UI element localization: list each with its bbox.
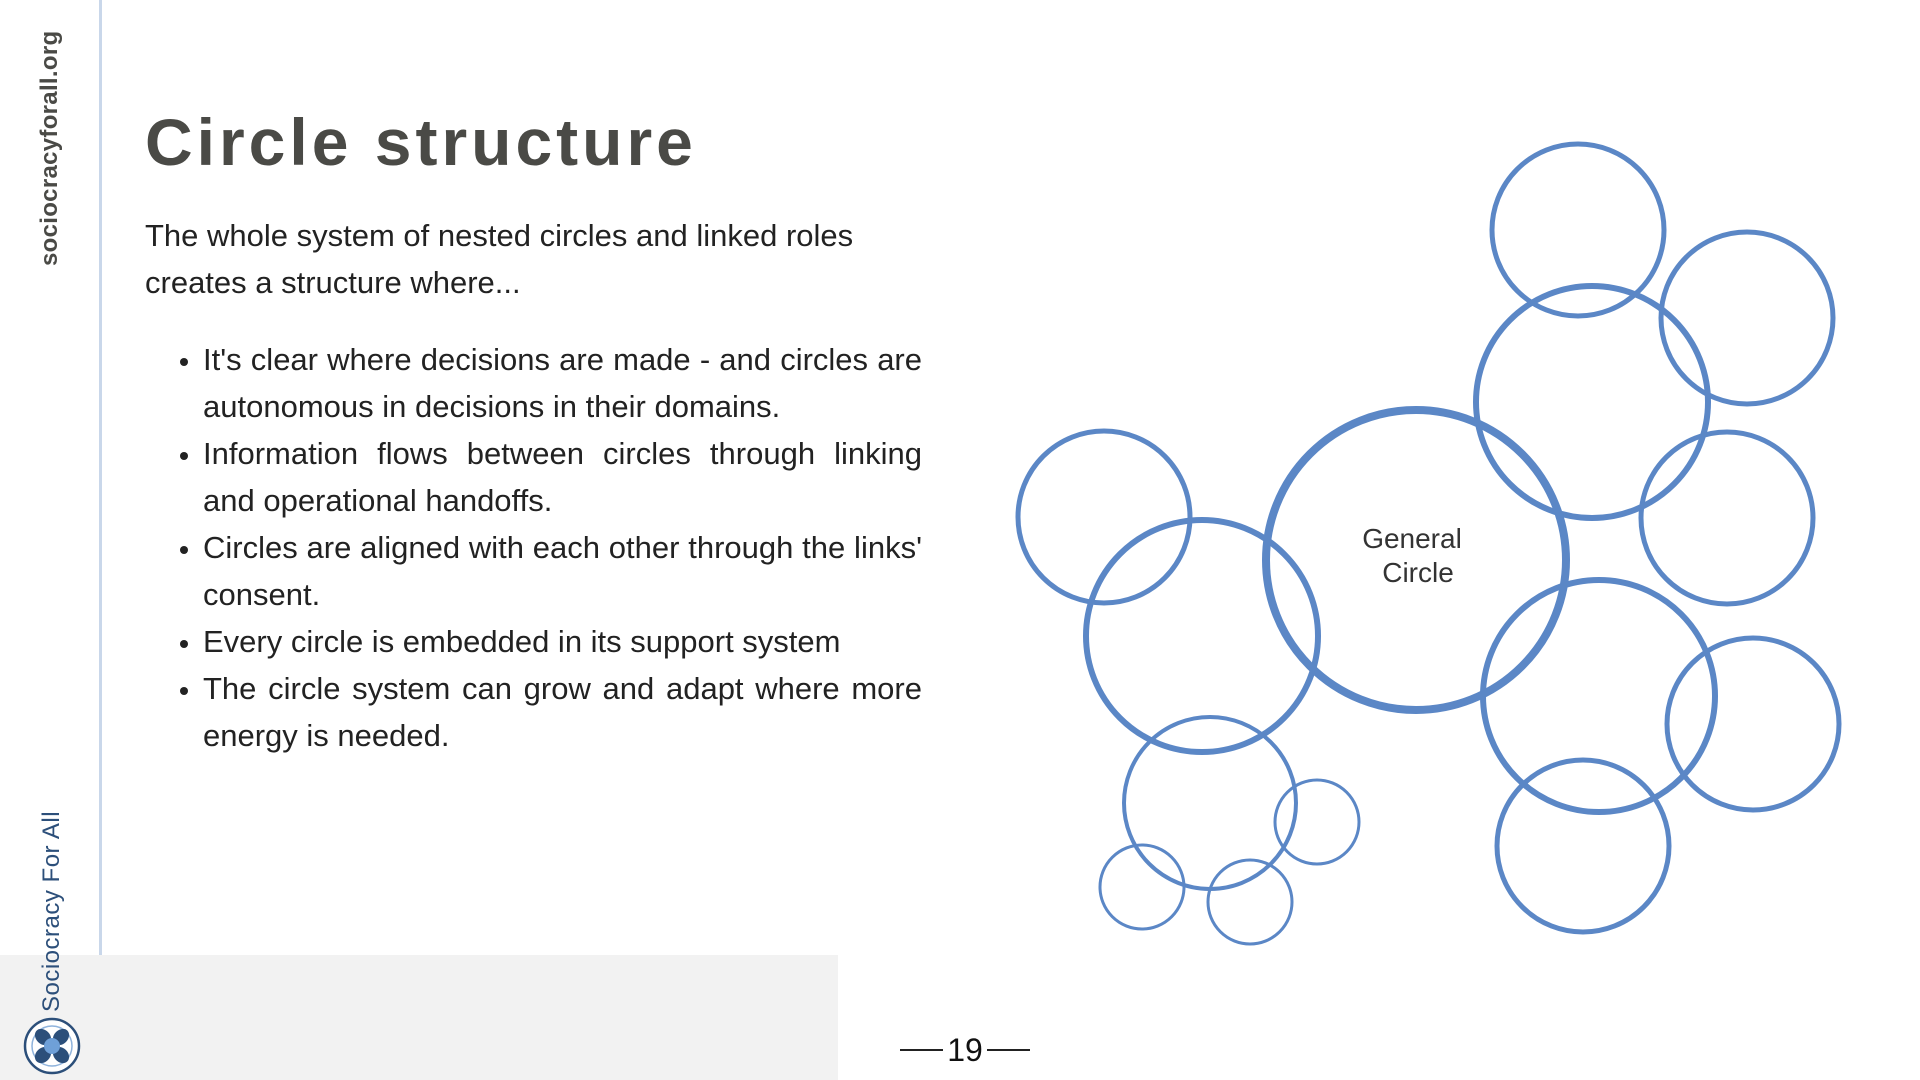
bullet-item: It's clear where decisions are made - an… — [203, 336, 922, 430]
brand-name: Sociocracy For All — [38, 810, 65, 1012]
circle — [1480, 577, 1718, 815]
footer-band — [0, 955, 838, 1080]
circle — [1658, 229, 1836, 407]
circle — [1083, 517, 1321, 755]
circle — [1489, 141, 1667, 319]
bullet-list: It's clear where decisions are made - an… — [145, 336, 922, 759]
page-number-dash-right — [986, 1049, 1030, 1051]
circle — [1473, 283, 1711, 521]
bullet-item: Information flows between circles throug… — [203, 430, 922, 524]
site-url: sociocracyforall.org — [36, 30, 63, 266]
bullet-item: The circle system can grow and adapt whe… — [203, 665, 922, 759]
intro-text: The whole system of nested circles and l… — [145, 218, 854, 300]
circle — [1122, 715, 1298, 891]
circle — [1098, 843, 1186, 931]
sidebar-divider — [99, 0, 102, 1080]
circle — [1015, 428, 1193, 606]
bullet-item: Every circle is embedded in its support … — [203, 618, 922, 665]
circle — [1206, 858, 1294, 946]
general-circle — [1262, 406, 1570, 714]
general-circle-label-line1: General — [1362, 523, 1462, 554]
page-number-value: 19 — [947, 1031, 983, 1068]
slide-title: Circle structure — [145, 105, 697, 179]
circle-group — [1015, 141, 1842, 946]
page-number-dash-left — [900, 1049, 944, 1051]
sociocracy-for-all-logo-icon — [23, 1017, 81, 1075]
circle — [1638, 429, 1816, 607]
page-number: 19 — [900, 1030, 1030, 1070]
circle — [1273, 778, 1361, 866]
bullet-item: Circles are aligned with each other thro… — [203, 524, 922, 618]
circle — [1494, 757, 1672, 935]
general-circle-label-line2: Circle — [1382, 557, 1454, 588]
circle — [1664, 635, 1842, 813]
circle-structure-diagram: General Circle — [1015, 141, 1842, 946]
